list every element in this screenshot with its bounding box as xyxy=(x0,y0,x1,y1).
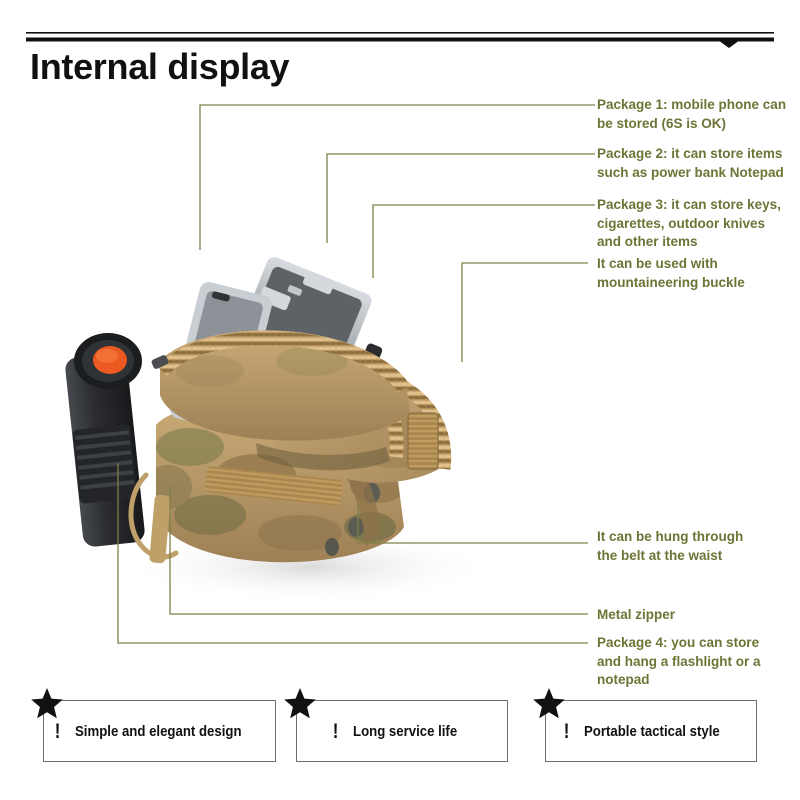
snap-button xyxy=(325,538,339,556)
callout-belt-hang: It can be hung through the belt at the w… xyxy=(597,528,797,565)
callout-line: the belt at the waist xyxy=(597,547,723,563)
callout-package-1: Package 1: mobile phone can be stored (6… xyxy=(597,96,797,133)
header-divider xyxy=(26,32,774,48)
callout-package-4: Package 4: you can store and hang a flas… xyxy=(597,634,797,690)
flashlight xyxy=(65,333,145,547)
callout-line: Package 2: it can store items xyxy=(597,146,783,161)
tactical-pouch-illustration xyxy=(65,257,495,603)
callout-line: Package 3: it can store keys, xyxy=(597,197,781,212)
callout-line: and hang a flashlight or a xyxy=(597,653,761,669)
callout-line: and other items xyxy=(597,234,698,249)
exclamation-icon: ! xyxy=(55,719,61,743)
star-icon xyxy=(533,688,565,719)
callout-line: It can be used with xyxy=(597,256,718,271)
product-photo xyxy=(60,175,540,605)
callout-line: Package 1: mobile phone can xyxy=(597,97,787,112)
callout-line: notepad xyxy=(597,672,650,687)
callout-line: Package 4: you can store xyxy=(597,635,760,650)
belt-loop xyxy=(407,412,439,470)
callout-line: Metal zipper xyxy=(597,607,676,622)
callout-mountaineering-buckle: It can be used with mountaineering buckl… xyxy=(597,255,797,292)
zipper-pull xyxy=(151,355,169,369)
header-rule-thick xyxy=(26,37,774,48)
callout-line: cigarettes, outdoor knives xyxy=(597,215,766,231)
exclamation-icon: ! xyxy=(564,719,570,743)
snap-button xyxy=(348,517,364,537)
exclamation-icon: ! xyxy=(333,719,339,743)
callout-package-3: Package 3: it can store keys, cigarettes… xyxy=(597,196,797,252)
compartment-1 xyxy=(151,330,411,441)
feature-label: Long service life xyxy=(353,722,458,740)
header-rule-thin xyxy=(26,32,774,34)
star-icon xyxy=(31,688,63,719)
page-title: Internal display xyxy=(30,46,290,87)
callout-package-2: Package 2: it can store items such as po… xyxy=(597,145,797,182)
callout-line: mountaineering buckle xyxy=(597,274,745,290)
feature-label: Simple and elegant design xyxy=(75,722,242,740)
callout-line: It can be hung through xyxy=(597,529,744,544)
zipper-1 xyxy=(156,331,411,393)
feature-box-long-service-life[interactable]: ! Long service life xyxy=(284,688,508,762)
feature-label: Portable tactical style xyxy=(584,722,721,740)
feature-box-simple-elegant-design[interactable]: ! Simple and elegant design xyxy=(31,688,276,762)
star-icon xyxy=(284,688,316,719)
callout-line: such as power bank Notepad xyxy=(597,164,784,180)
callout-line: be stored (6S is OK) xyxy=(597,115,727,131)
callout-metal-zipper: Metal zipper xyxy=(597,606,797,625)
feature-box-portable-tactical-style[interactable]: ! Portable tactical style xyxy=(533,688,757,762)
